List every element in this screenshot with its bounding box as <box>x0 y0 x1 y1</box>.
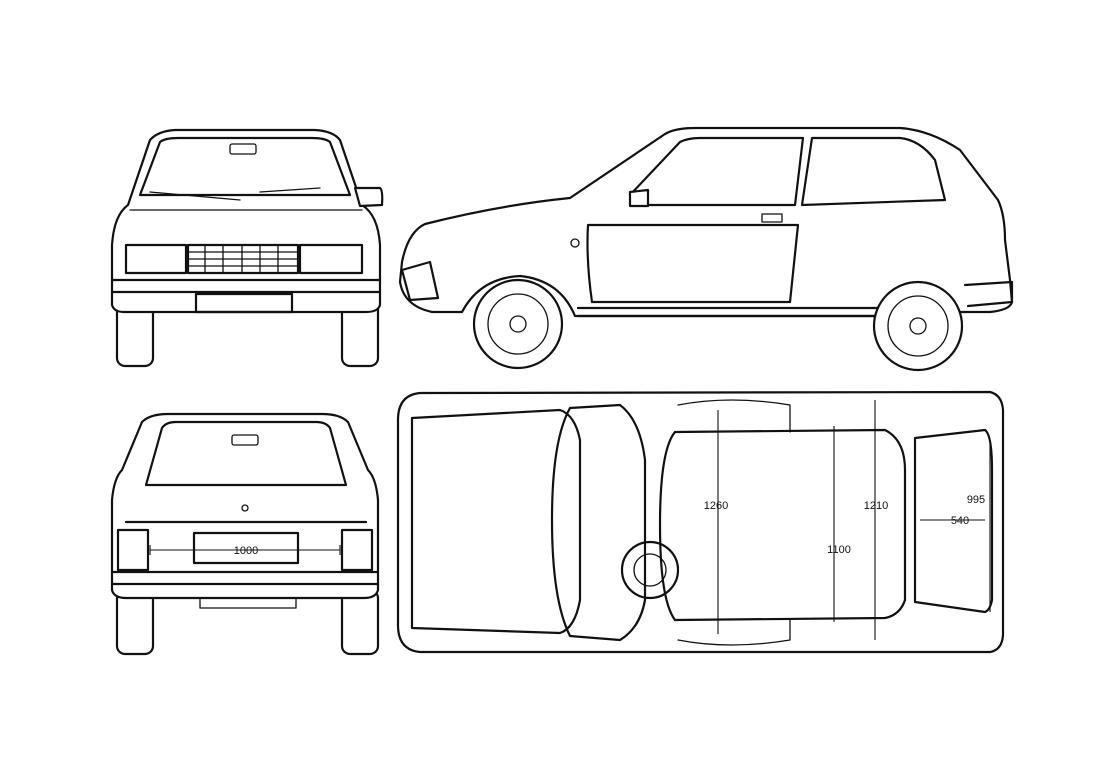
top-view <box>396 390 1005 654</box>
front-body <box>110 128 382 314</box>
side-view <box>398 126 1014 372</box>
front-side-window <box>628 136 805 207</box>
cabin-length-front-label: 1260 <box>704 500 728 512</box>
right-headlight <box>298 243 364 275</box>
cabin-length-rear-label: 1210 <box>864 500 888 512</box>
rear-hatch-glass <box>913 428 994 614</box>
floor-width-label: 1100 <box>827 544 851 556</box>
rear-emblem-icon <box>241 504 249 512</box>
side-rear-wheel <box>872 280 964 372</box>
rear-body <box>110 412 380 600</box>
front-view <box>110 128 384 368</box>
spare-wheel-icon <box>620 540 680 600</box>
front-windshield <box>138 136 352 197</box>
side-front-wheel <box>472 278 564 370</box>
rear-width-label: 1000 <box>234 545 258 557</box>
rear-width-dimension <box>149 545 341 555</box>
side-mirror-icon <box>628 188 650 208</box>
top-body <box>396 390 1005 654</box>
top-windshield <box>550 403 647 642</box>
hatch-width-label: 540 <box>951 515 969 527</box>
front-plate <box>194 292 294 314</box>
rear-mirror <box>231 434 259 446</box>
fuel-cap-icon <box>570 238 580 248</box>
side-mirror-icon <box>353 186 384 208</box>
rear-plate <box>192 531 300 565</box>
front-bumper <box>110 278 382 294</box>
rear-left-tire <box>115 588 155 656</box>
hubcap-icon <box>909 317 927 335</box>
side-front-lamp <box>400 260 440 302</box>
rear-side-window <box>800 136 947 207</box>
rear-right-tire <box>340 588 380 656</box>
left-taillight <box>116 528 150 572</box>
door-handle <box>761 213 783 223</box>
side-door <box>586 223 800 304</box>
hatch-height-label: 995 <box>967 494 985 506</box>
rear-window <box>144 420 348 487</box>
hubcap-icon <box>509 315 527 333</box>
wipers <box>149 187 321 201</box>
rear-bumper <box>110 570 380 586</box>
left-headlight <box>124 243 188 275</box>
right-taillight <box>340 528 374 572</box>
roof <box>658 428 907 622</box>
rear-view <box>110 412 380 656</box>
interior-mirror <box>229 143 257 155</box>
